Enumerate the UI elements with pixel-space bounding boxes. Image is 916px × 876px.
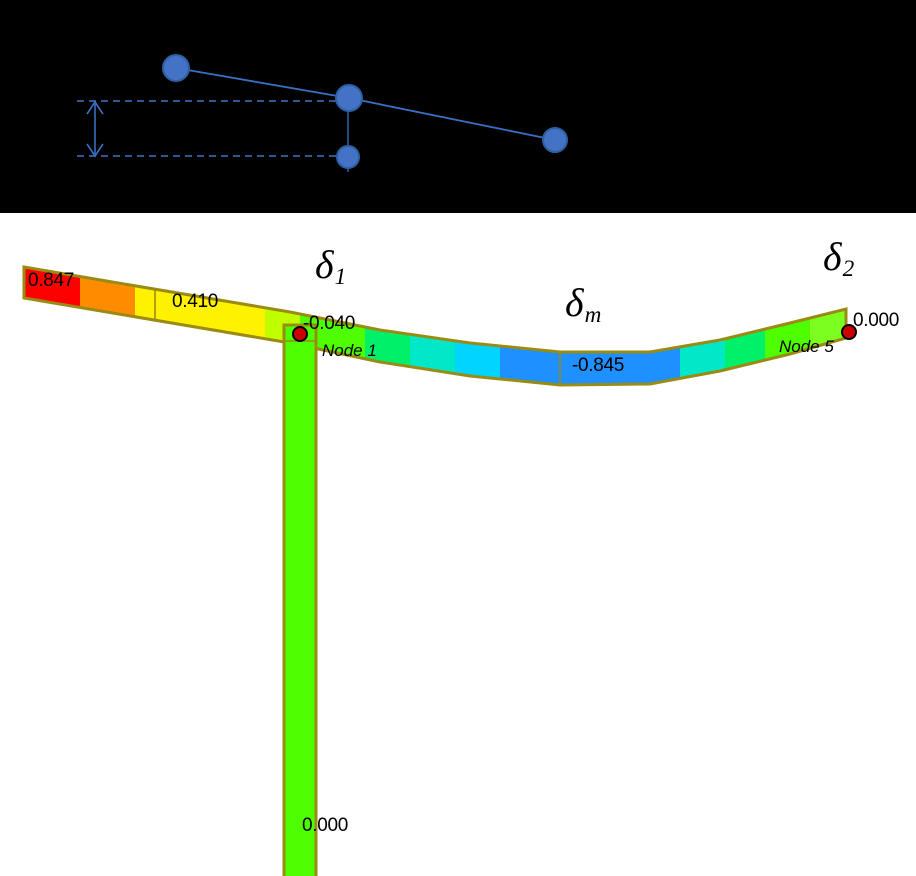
column-member — [282, 323, 318, 876]
delta-m-subscript: m — [584, 302, 602, 329]
node-center-bottom[interactable] — [336, 145, 360, 169]
delta-1-symbol: δ1 — [315, 245, 346, 290]
delta-m-glyph: δ — [565, 280, 584, 325]
delta-2-glyph: δ — [823, 234, 842, 279]
value-left-mid: 0.410 — [172, 291, 219, 312]
value-column-base: 0.000 — [302, 815, 349, 836]
node-right[interactable] — [542, 127, 568, 153]
delta-m-symbol: δm — [565, 283, 601, 328]
value-node-5: 0.000 — [853, 310, 900, 331]
schematic-panel — [0, 0, 916, 213]
analysis-panel: 0.847 0.410 -0.040 -0.845 0.000 0.000 No… — [0, 213, 916, 876]
value-left-end: 0.847 — [28, 270, 75, 291]
beam-element-dividers — [154, 289, 561, 385]
beam-contour-svg — [22, 265, 857, 876]
node-marker-5[interactable] — [841, 324, 857, 340]
value-midspan: -0.845 — [572, 355, 625, 376]
member-line-left — [175, 67, 350, 99]
schematic-svg — [77, 54, 568, 172]
member-line-right — [348, 97, 556, 141]
node-upper-left[interactable] — [162, 54, 190, 82]
value-node-1: -0.040 — [303, 313, 356, 334]
node-label-5: Node 5 — [779, 337, 834, 356]
node-marker-1[interactable] — [292, 326, 308, 342]
delta-2-subscript: 2 — [842, 256, 855, 283]
dimension-arrow — [86, 100, 104, 158]
node-center-top[interactable] — [335, 84, 363, 112]
node-label-1: Node 1 — [322, 341, 377, 360]
delta-2-symbol: δ2 — [823, 237, 854, 282]
delta-1-glyph: δ — [315, 242, 334, 287]
delta-1-subscript: 1 — [334, 264, 347, 291]
beam-contour-bands — [24, 267, 846, 385]
